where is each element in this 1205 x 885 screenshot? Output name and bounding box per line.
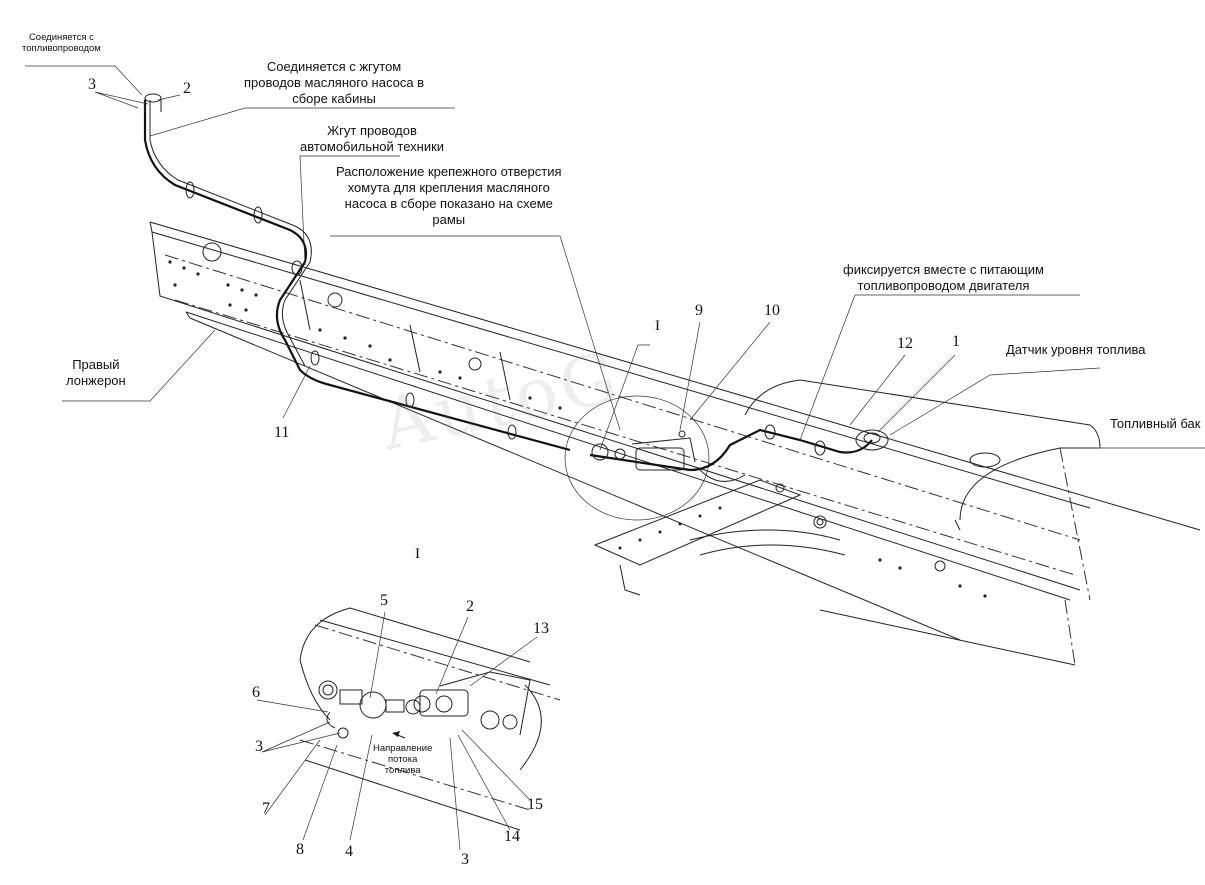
callout-15: 15 [527,796,543,813]
cross-member [593,479,846,596]
callout-9: 9 [695,302,703,319]
callout-4: 4 [345,843,353,860]
callout-5: 5 [380,592,388,609]
callout-10: 10 [764,302,780,319]
callout-12: 12 [897,335,913,352]
callout-3-detail-left: 3 [255,738,263,755]
callout-8: 8 [296,841,304,858]
callout-7: 7 [262,800,270,817]
label-connect-cab-harness: Соединяется с жгутом проводов масляного … [244,59,425,106]
callout-11: 11 [274,424,290,441]
leader-lines [25,65,1205,851]
harness-route [143,93,873,482]
callout-2-detail: 2 [466,598,474,615]
label-fixed-with-supply-line: фиксируется вместе с питающим топливопро… [843,262,1044,293]
label-connect-fuel-line: Соединяется с топливопроводом [22,32,101,54]
label-vehicle-harness: Жгут проводов автомобильной техники [300,123,445,154]
callout-3-main: 3 [88,76,96,93]
label-fuel-level-sensor: Датчик уровня топлива [1006,342,1146,357]
fuel-level-sensor-shape [855,429,889,451]
view-mark-main: I [655,318,660,334]
label-fuel-flow-direction: Направление потока топлива [373,743,433,776]
label-clamp-hole-note: Расположение крепежного отверстия хомута… [336,164,562,227]
fuel-tank-outline [744,379,1101,601]
callout-14: 14 [504,828,520,845]
callout-1: 1 [952,333,960,350]
detail-marker-circle [564,395,710,521]
callout-13: 13 [533,620,549,637]
label-fuel-tank: Топливный бак [1110,416,1201,431]
detail-view [299,607,561,831]
oil-pump-main [591,430,696,471]
callout-3-detail-bottom: 3 [461,851,469,868]
view-mark-detail: I [415,546,420,562]
callout-6: 6 [252,684,260,701]
label-right-side-member: Правый лонжерон [66,357,126,388]
callout-2-main: 2 [183,80,191,97]
